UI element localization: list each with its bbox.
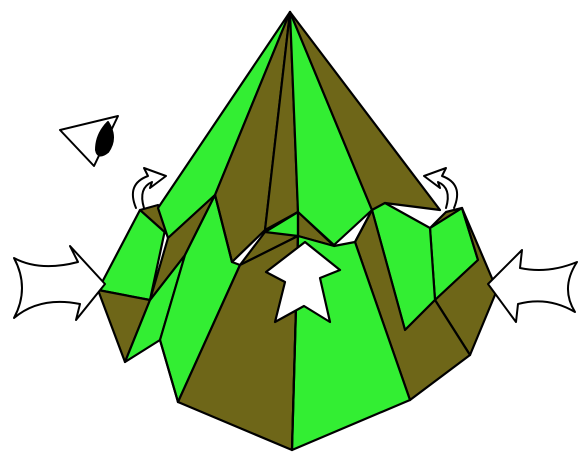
view-eye-icon (60, 116, 118, 166)
push-in-left-arrow (14, 246, 105, 320)
push-in-right-arrow (488, 250, 577, 322)
